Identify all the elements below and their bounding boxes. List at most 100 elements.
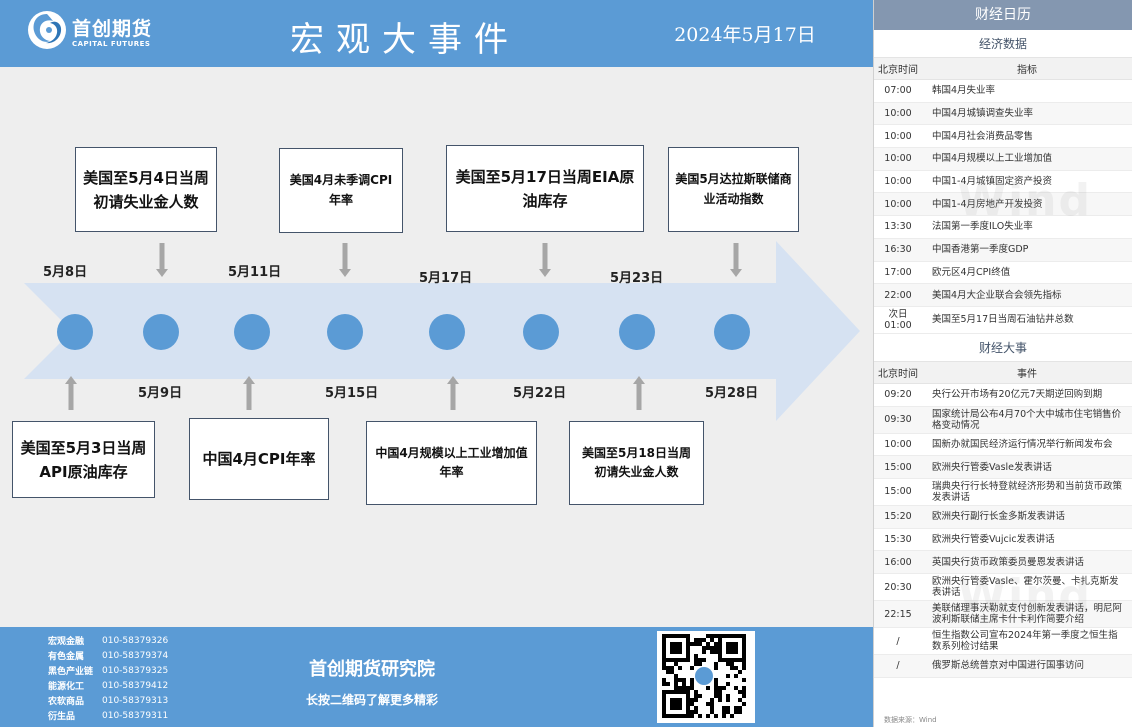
date-label-top: 5月11日 bbox=[228, 265, 282, 280]
economic-data-text: 韩国4月失业率 bbox=[932, 85, 996, 97]
contact-row: 衍生品 010-58379311 bbox=[48, 708, 198, 723]
economic-data-time: 10:00 bbox=[884, 153, 912, 165]
down-arrow-icon bbox=[156, 243, 168, 277]
contact-phone[interactable]: 010-58379311 bbox=[102, 710, 169, 721]
economic-data-text: 中国4月社会消费品零售 bbox=[932, 130, 1034, 142]
up-arrow-icon bbox=[447, 376, 459, 410]
capital-futures-logo-icon bbox=[28, 11, 66, 49]
infographic-panel: 首创期货 CAPITAL FUTURES 宏观大事件 2024年5月17日 5月… bbox=[0, 0, 873, 727]
contact-phone[interactable]: 010-58379313 bbox=[102, 695, 169, 706]
economic-data-text: 中国4月城镇调查失业率 bbox=[932, 108, 1034, 120]
major-event-time: 16:00 bbox=[884, 556, 912, 568]
economic-data-row: 17:00 欧元区4月CPI终值 bbox=[874, 262, 1132, 285]
economic-data-time: 10:00 bbox=[884, 176, 912, 188]
economic-data-time: 13:30 bbox=[884, 221, 912, 233]
event-card-bottom: 中国4月CPI年率 bbox=[189, 418, 329, 500]
contact-department: 宏观金融 bbox=[48, 637, 85, 647]
major-event-time: 20:30 bbox=[884, 581, 912, 593]
major-events-header: 北京时间 事件 bbox=[874, 361, 1132, 384]
major-event-text: 瑞典央行行长特登就经济形势和当前货币政策发表讲话 bbox=[932, 480, 1123, 503]
major-event-row: 10:00 国新办就国民经济运行情况举行新闻发布会 bbox=[874, 434, 1132, 457]
down-arrow-icon bbox=[539, 243, 551, 277]
up-arrow-icon bbox=[243, 376, 255, 410]
contact-phone[interactable]: 010-58379325 bbox=[102, 665, 169, 676]
economic-data-time: 22:00 bbox=[884, 289, 912, 301]
major-event-time: 15:30 bbox=[884, 533, 912, 545]
contact-row: 能源化工 010-58379412 bbox=[48, 678, 198, 693]
contact-department: 黑色产业链 bbox=[48, 667, 94, 677]
major-event-text: 欧洲央行管委Vasle、霍尔茨曼、卡扎克斯发表讲话 bbox=[932, 576, 1119, 598]
economic-data-row: 10:00 中国4月规模以上工业增加值 bbox=[874, 148, 1132, 171]
major-event-time: / bbox=[896, 635, 900, 647]
logo-english-name: CAPITAL FUTURES bbox=[72, 40, 151, 48]
date-label-bottom: 5月22日 bbox=[513, 386, 567, 401]
timeline-node bbox=[714, 314, 750, 350]
timeline-node bbox=[619, 314, 655, 350]
contact-phone[interactable]: 010-58379374 bbox=[102, 650, 169, 661]
major-event-row: 20:30 欧洲央行管委Vasle、霍尔茨曼、卡扎克斯发表讲话 bbox=[874, 574, 1132, 601]
economic-data-text: 中国4月规模以上工业增加值 bbox=[932, 153, 1053, 165]
timeline-node bbox=[143, 314, 179, 350]
economic-data-row: 13:30 法国第一季度ILO失业率 bbox=[874, 216, 1132, 239]
date-label-bottom: 5月28日 bbox=[705, 386, 759, 401]
date-label-bottom: 5月15日 bbox=[325, 386, 379, 401]
event-card-top: 美国4月未季调CPI年率 bbox=[279, 148, 403, 233]
economic-data-header: 北京时间 指标 bbox=[874, 58, 1132, 80]
contact-row: 宏观金融 010-58379326 bbox=[48, 633, 198, 648]
qr-code-icon[interactable] bbox=[657, 631, 755, 723]
event-card-bottom: 美国至5月18日当周初请失业金人数 bbox=[569, 421, 704, 505]
contact-row: 黑色产业链 010-58379325 bbox=[48, 663, 198, 678]
timeline-node bbox=[429, 314, 465, 350]
economic-data-text: 中国1-4月房地产开发投资 bbox=[932, 198, 1043, 210]
major-event-text: 国新办就国民经济运行情况举行新闻发布会 bbox=[932, 438, 1113, 450]
major-event-row: 15:30 欧洲央行管委Vujcic发表讲话 bbox=[874, 529, 1132, 552]
contact-phone[interactable]: 010-58379326 bbox=[102, 635, 169, 646]
up-arrow-icon bbox=[633, 376, 645, 410]
major-event-time: / bbox=[896, 660, 900, 672]
contact-department: 衍生品 bbox=[48, 712, 76, 722]
contact-phone[interactable]: 010-58379412 bbox=[102, 680, 169, 691]
data-source-note: 数据来源：Wind bbox=[884, 716, 937, 724]
economic-data-time: 16:30 bbox=[884, 244, 912, 256]
qr-slogan: 长按二维码了解更多精彩 bbox=[305, 693, 438, 707]
timeline-node bbox=[523, 314, 559, 350]
economic-data-title: 经济数据 bbox=[874, 30, 1132, 58]
calendar-title: 财经日历 bbox=[874, 0, 1132, 30]
major-event-row: 15:00 瑞典央行行长特登就经济形势和当前货币政策发表讲话 bbox=[874, 479, 1132, 506]
down-arrow-icon bbox=[339, 243, 351, 277]
major-event-time: 15:00 bbox=[884, 486, 912, 498]
major-event-text: 英国央行货币政策委员曼恩发表讲话 bbox=[932, 556, 1085, 568]
header-bar: 首创期货 CAPITAL FUTURES 宏观大事件 2024年5月17日 bbox=[0, 0, 873, 67]
major-event-text: 恒生指数公司宣布2024年第一季度之恒生指数系列检讨结果 bbox=[932, 630, 1118, 652]
economic-data-time: 17:00 bbox=[884, 266, 912, 278]
institute-name: 首创期货研究院 bbox=[309, 659, 435, 680]
major-event-text: 俄罗斯总统普京对中国进行国事访问 bbox=[932, 660, 1085, 672]
contact-department: 能源化工 bbox=[48, 682, 85, 692]
economic-data-text: 欧元区4月CPI终值 bbox=[932, 266, 1011, 278]
economic-data-text: 法国第一季度ILO失业率 bbox=[932, 221, 1033, 233]
major-event-text: 国家统计局公布4月70个大中城市住宅销售价格变动情况 bbox=[932, 408, 1122, 431]
column-header-event: 事件 bbox=[1017, 368, 1037, 380]
major-event-text: 欧洲央行管委Vasle发表讲话 bbox=[932, 461, 1053, 473]
major-event-time: 10:00 bbox=[884, 438, 912, 450]
timeline-node bbox=[234, 314, 270, 350]
timeline-node bbox=[327, 314, 363, 350]
date-label-top: 5月17日 bbox=[419, 271, 473, 286]
date-label-top: 5月23日 bbox=[610, 271, 664, 286]
event-card-bottom: 中国4月规模以上工业增加值年率 bbox=[366, 421, 537, 505]
major-event-text: 欧洲央行管委Vujcic发表讲话 bbox=[932, 533, 1055, 545]
